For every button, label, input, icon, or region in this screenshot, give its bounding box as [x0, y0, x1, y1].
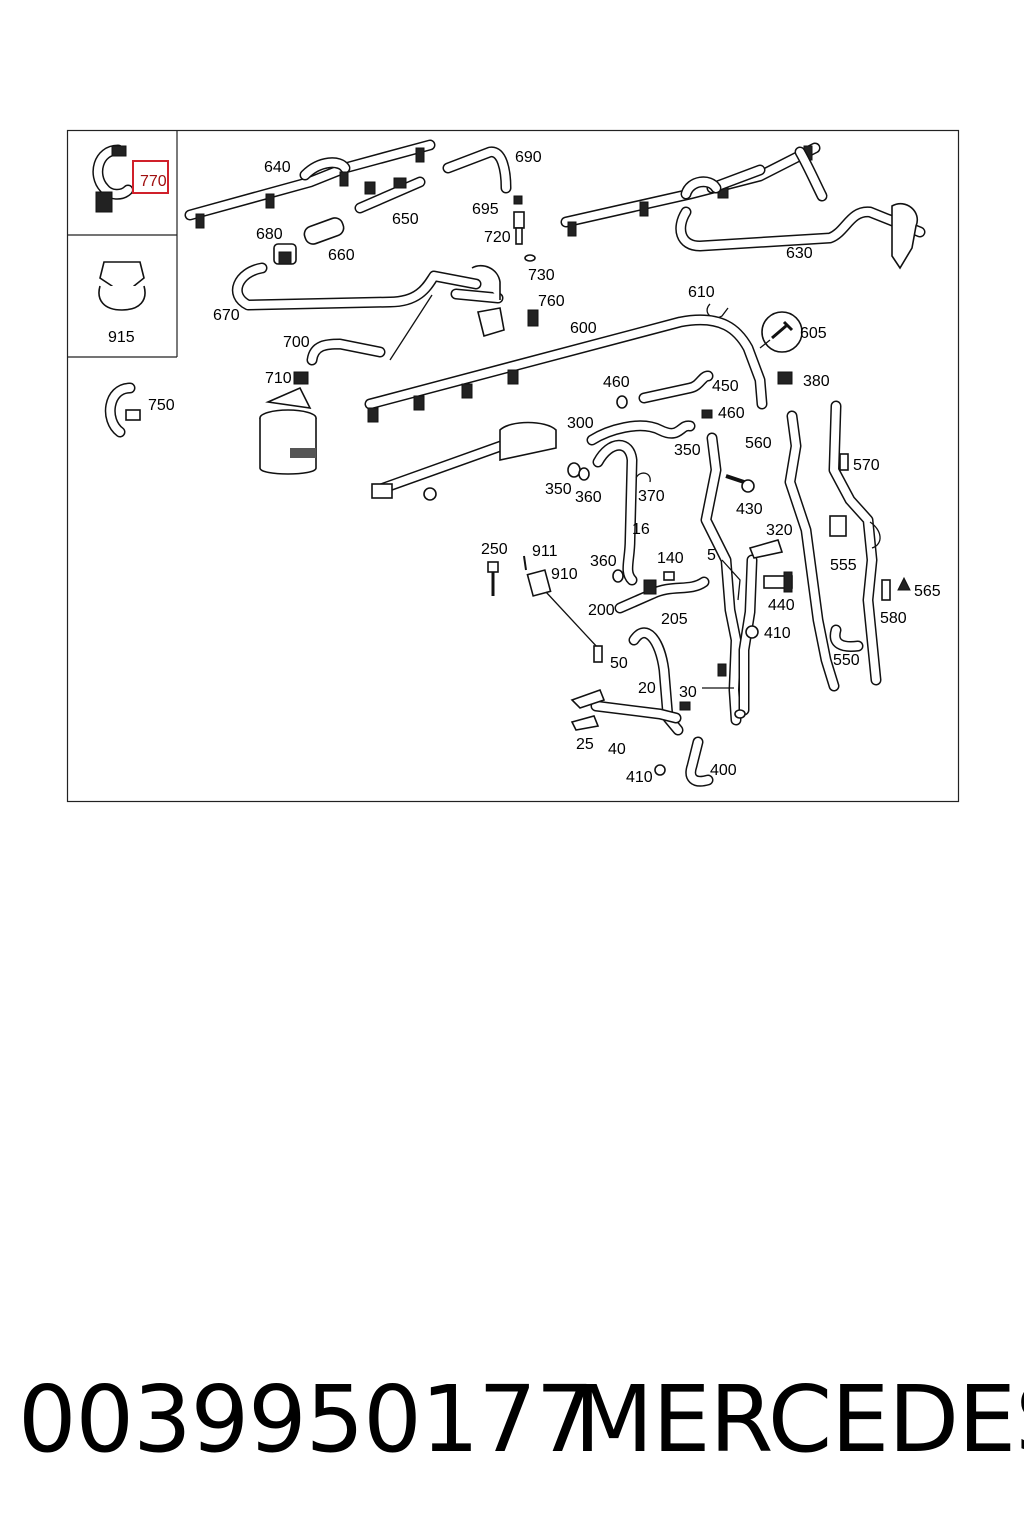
label-440: 440	[768, 597, 795, 614]
label-320: 320	[766, 522, 793, 539]
label-25: 25	[576, 736, 594, 753]
label-720: 720	[484, 229, 511, 246]
wrench-icon	[761, 311, 803, 353]
fuel-line-600	[364, 314, 771, 410]
label-40: 40	[608, 741, 626, 758]
label-400: 400	[710, 762, 737, 779]
label-660: 660	[328, 247, 355, 264]
label-140: 140	[657, 550, 684, 567]
label-690: 690	[515, 149, 542, 166]
hose-700	[306, 294, 433, 366]
label-630: 630	[786, 245, 813, 262]
injector-650	[354, 176, 426, 214]
label-460a: 460	[603, 374, 630, 391]
label-710: 710	[265, 370, 292, 387]
label-370: 370	[638, 488, 665, 505]
hose-450	[616, 370, 793, 419]
label-460b: 460	[718, 405, 745, 422]
clip-320	[748, 539, 784, 559]
label-560: 560	[745, 435, 772, 452]
spring-760	[527, 309, 539, 327]
label-580: 580	[880, 610, 907, 627]
label-300: 300	[567, 415, 594, 432]
hose-200	[612, 569, 710, 614]
label-565: 565	[914, 583, 941, 600]
connector-440	[763, 571, 793, 593]
label-610: 610	[688, 284, 715, 301]
label-30: 30	[679, 684, 697, 701]
label-605: 605	[800, 325, 827, 342]
return-line-670	[231, 262, 505, 338]
label-200: 200	[588, 602, 615, 619]
hose-20	[570, 627, 734, 787]
label-450: 450	[712, 378, 739, 395]
footer: 0039950177 MERCEDES	[0, 1360, 1024, 1480]
label-5: 5	[707, 547, 716, 564]
fuel-filter-710	[259, 371, 317, 475]
brand-name: MERCEDES	[574, 1366, 1024, 1473]
label-570: 570	[853, 457, 880, 474]
parts-555-580	[829, 576, 911, 652]
label-430: 430	[736, 501, 763, 518]
bolt-250	[487, 561, 499, 596]
diagram-frame	[66, 129, 960, 803]
label-770: 770	[140, 173, 167, 190]
label-360a: 360	[575, 489, 602, 506]
label-555: 555	[830, 557, 857, 574]
label-250: 250	[481, 541, 508, 558]
bolt-430	[725, 474, 755, 493]
label-640: 640	[264, 159, 291, 176]
label-410a: 410	[764, 625, 791, 642]
fuel-line-560	[784, 400, 882, 692]
label-360b: 360	[590, 553, 617, 570]
label-915: 915	[108, 329, 135, 346]
label-350a: 350	[674, 442, 701, 459]
label-700: 700	[283, 334, 310, 351]
label-670: 670	[213, 307, 240, 324]
label-600: 600	[570, 320, 597, 337]
label-650: 650	[392, 211, 419, 228]
callout-labels: 640 690 695 650 720 680 660 730 670 760 …	[148, 149, 941, 786]
connector-680	[273, 243, 297, 265]
clip-915-icon	[98, 261, 146, 311]
label-910: 910	[551, 566, 578, 583]
label-730: 730	[528, 267, 555, 284]
label-410b: 410	[626, 769, 653, 786]
parts-diagram: 770 915	[66, 129, 960, 803]
label-50: 50	[610, 655, 628, 672]
fuel-rail-640	[184, 139, 436, 229]
label-20: 20	[638, 680, 656, 697]
fuel-rail-630	[560, 142, 926, 270]
clip-770-icon	[92, 144, 134, 213]
label-695: 695	[472, 201, 499, 218]
inset-panels	[67, 130, 178, 358]
label-350b: 350	[545, 481, 572, 498]
hose-300	[586, 420, 696, 586]
clamp-350	[567, 462, 651, 483]
label-550: 550	[833, 652, 860, 669]
label-750: 750	[148, 397, 175, 414]
part-number: 0039950177	[18, 1366, 594, 1473]
label-680: 680	[256, 226, 283, 243]
label-16: 16	[632, 521, 650, 538]
label-760: 760	[538, 293, 565, 310]
sensor-910	[523, 555, 603, 663]
clip-750-icon	[104, 382, 141, 438]
sleeve-660	[303, 217, 345, 245]
label-380: 380	[803, 373, 830, 390]
valve-720	[513, 195, 536, 262]
hose-690	[442, 146, 512, 194]
injector-rail	[367, 369, 557, 501]
nut-410	[745, 625, 759, 639]
label-205: 205	[661, 611, 688, 628]
highlight-box-770	[132, 160, 169, 194]
label-911: 911	[532, 543, 558, 560]
